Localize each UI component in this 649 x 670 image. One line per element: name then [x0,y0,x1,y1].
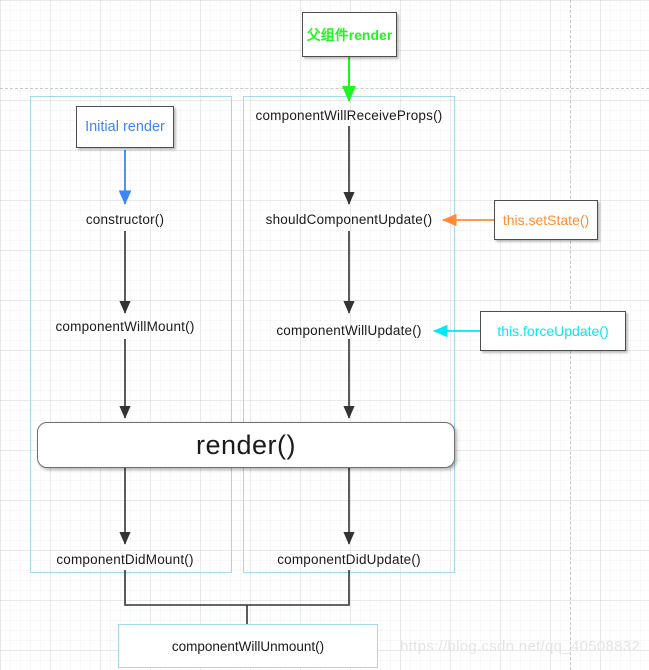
render-label: render() [195,429,297,460]
component-will-receive-props-node[interactable]: componentWillReceiveProps() [255,108,443,123]
component-will-update-node[interactable]: componentWillUpdate() [276,323,422,338]
component-did-mount-node[interactable]: componentDidMount() [56,552,194,567]
constructor-node[interactable]: constructor() [85,212,165,227]
force-update-box[interactable]: this.forceUpdate() [480,311,626,351]
set-state-box[interactable]: this.setState() [494,200,598,240]
force-update-label: this.forceUpdate() [497,323,609,339]
component-will-unmount-box[interactable]: componentWillUnmount() [118,624,378,668]
mounting-phase-group [30,96,232,573]
component-will-mount-node[interactable]: componentWillMount() [55,319,195,334]
parent-render-label: 父组件render [306,26,393,43]
component-did-update-node[interactable]: componentDidUpdate() [277,552,421,567]
set-state-label: this.setState() [502,212,590,228]
should-component-update-node[interactable]: shouldComponentUpdate() [265,212,433,227]
initial-render-box[interactable]: Initial render [76,106,174,148]
watermark: https://blog.csdn.net/qq_40508832 [400,638,641,655]
connector-did-mount-to-unmount [124,570,247,606]
initial-render-label: Initial render [85,119,165,135]
render-box[interactable]: render() [37,422,455,468]
connector-did-update-to-unmount [247,570,350,606]
guide-line-horizontal [0,88,649,89]
component-will-unmount-label: componentWillUnmount() [171,638,325,654]
parent-render-box[interactable]: 父组件render [302,12,397,57]
